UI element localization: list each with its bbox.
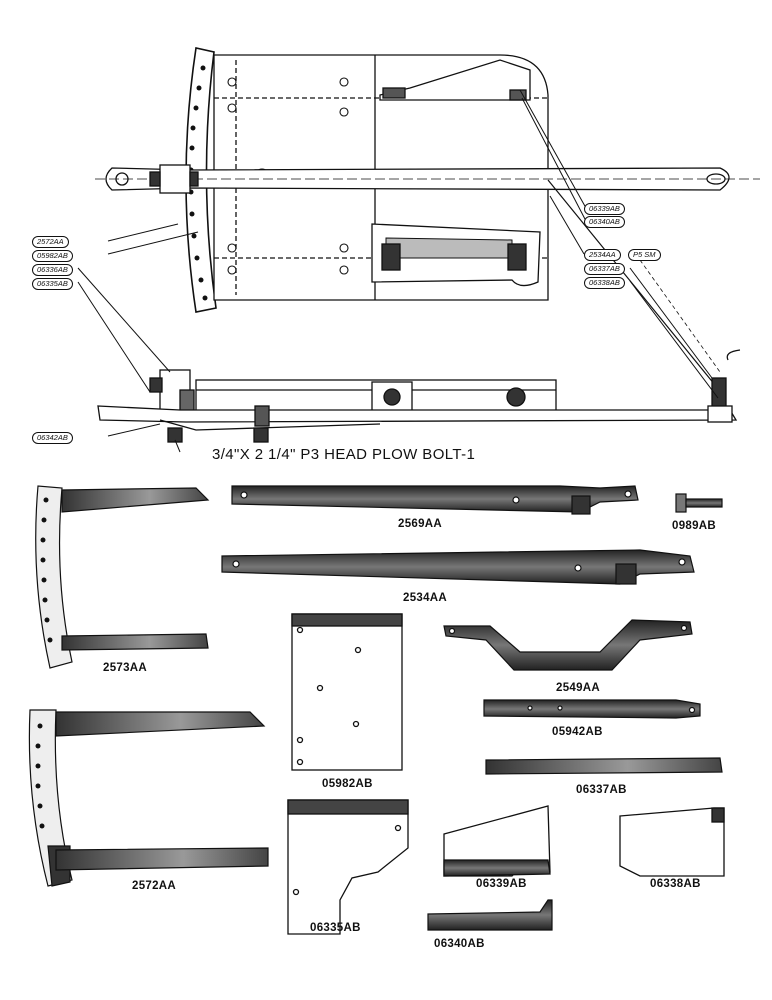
part-06335ab-drawing [287,799,409,935]
label-06338ab: 06338AB [650,878,701,890]
part-2534aa-drawing [221,549,695,585]
part-05942ab-drawing [483,699,701,719]
label-06339ab: 06339AB [476,878,527,890]
label-2534aa: 2534AA [403,592,447,604]
callout-2534: 2534AA [584,249,621,261]
part-06339ab-drawing [443,805,551,877]
part-2549aa-drawing [443,619,693,671]
label-0989ab: 0989AB [672,520,716,532]
label-06335ab: 06335AB [310,922,361,934]
bolt-note: 3/4"X 2 1/4" P3 HEAD PLOW BOLT-1 [212,446,476,463]
callout-06335: 06335AB [32,278,73,290]
callout-06340: 06340AB [584,216,625,228]
part-06337ab-drawing [485,757,723,775]
callout-2534-note: P5 SM [628,249,661,261]
part-05982ab-drawing [291,613,403,771]
part-0989ab-drawing [675,493,723,513]
leader-lines [77,89,719,453]
callout-06342: 06342AB [32,432,73,444]
part-2573aa-drawing [35,485,210,669]
label-05982ab: 05982AB [322,778,373,790]
label-2569aa: 2569AA [398,518,442,530]
callout-05982: 05982AB [32,250,73,262]
label-06337ab: 06337AB [576,784,627,796]
part-2572aa-drawing [28,709,269,887]
callout-06339: 06339AB [584,203,625,215]
label-06340ab: 06340AB [434,938,485,950]
assembly-side-view [97,349,741,443]
label-2549aa: 2549AA [556,682,600,694]
part-06338ab-drawing [619,807,725,877]
part-06340ab-drawing [427,899,553,931]
part-2569aa-drawing [231,485,639,515]
callout-06336: 06336AB [32,264,73,276]
callout-2572: 2572AA [32,236,69,248]
assembly-top-view [95,47,760,386]
callout-06337: 06337AB [584,263,625,275]
callout-06338: 06338AB [584,277,625,289]
label-2572aa: 2572AA [132,880,176,892]
label-05942ab: 05942AB [552,726,603,738]
label-2573aa: 2573AA [103,662,147,674]
